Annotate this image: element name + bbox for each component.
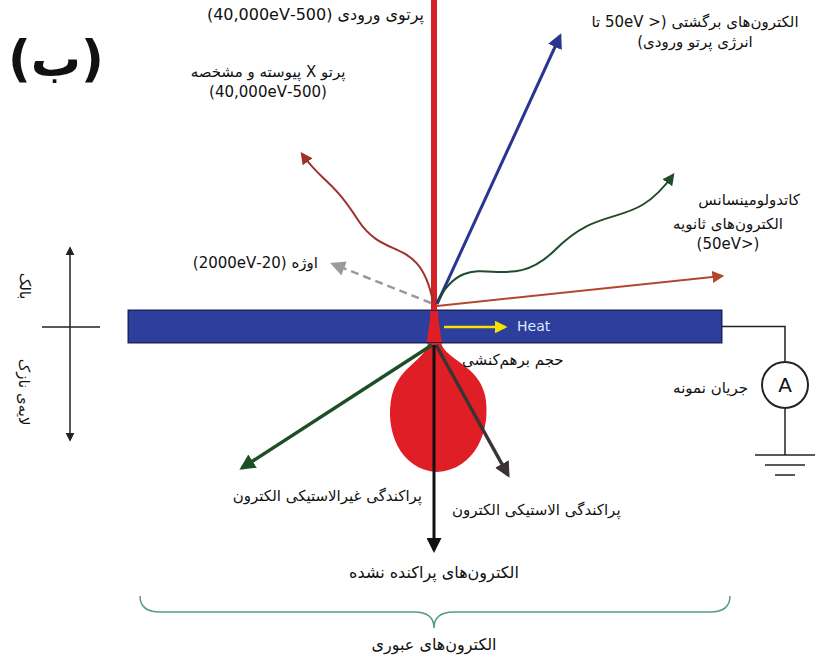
ground-symbol [765,464,805,466]
xray-arrow [302,154,433,302]
backscatter-arrow [437,36,560,304]
auger-arrow [333,264,431,303]
ground-wire [784,409,786,455]
axis-divider [42,326,100,328]
unscattered-label: الکترون‌های پراکنده نشده [349,562,519,584]
thickness-axis [69,248,71,440]
cathodoluminescence-label: کاتدولومینسانس [698,190,800,210]
inelastic-label: پراکندگی غیرالاستیکی الکترون [233,486,422,506]
ground-symbol [775,474,795,476]
sample-current-wire [722,327,785,362]
bulk-label: بالک [14,273,34,300]
transmitted-label: الکترون‌های عبوری [371,634,496,656]
sample-bar [128,310,722,343]
xray-label: پرتو X پیوسته و مشخصه (500-40,000eV) [170,62,366,103]
cathodoluminescence-arrow [437,175,673,302]
panel-letter: (ب) [8,26,104,94]
elastic-label: پراکندگی الاستیکی الکترون [452,500,621,520]
volume-neck [427,310,442,344]
incident-beam [431,0,437,311]
node-label: A [778,373,792,397]
heat-arrow [444,326,505,329]
transmitted-brace [140,596,730,628]
backscatter-label: الکترون‌های برگشتی (< 50eV تا انرژی پرتو… [580,12,810,53]
auger-label: اوژه (20-2000eV) [193,253,318,273]
thin-film-label: لایه‌ی نازک [14,359,34,426]
ammeter-circle: A [761,361,809,409]
sample-current-label: جریان نمونه [673,378,748,398]
node-label: Heat [517,318,550,335]
ground-symbol [755,454,815,456]
beam-label: پرتوی ورودی (500-40,000eV) [207,4,424,26]
sample-bar-node: Heat [128,310,722,343]
inelastic-arrow [242,345,432,468]
secondary-electron-arrow [437,276,722,306]
unscattered-arrow [433,345,436,550]
secondary-electron-label: الکترون‌های ثانویه (<50eV) [653,214,803,255]
interaction-volume-label: حجم برهم‌کنشی [462,350,564,370]
